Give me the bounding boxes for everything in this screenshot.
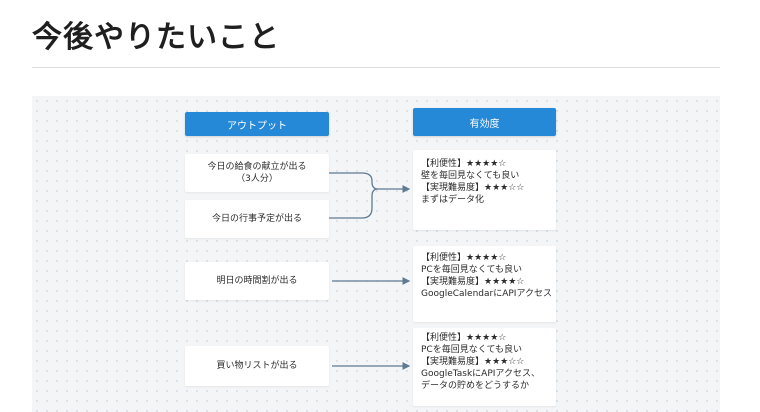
output-sublabel: （3人分） — [236, 174, 278, 184]
effectiveness-header-label: 有効度 — [469, 118, 500, 130]
effect-line: PCを毎回見なくても良い — [421, 345, 522, 355]
diagram-canvas: アウトプット 有効度 今日の給食の献立が出る （3人分） 今日の行事予定が出る … — [32, 96, 720, 412]
output-label: 買い物リストが出る — [216, 361, 298, 371]
effect-line: GoogleCalendarにAPIアクセス — [421, 289, 552, 299]
effectiveness-column-header: 有効度 — [413, 108, 556, 136]
effect-line: 【実現難易度】★★★☆☆ — [421, 357, 525, 367]
effect-card-shopping: 【利便性】★★★★☆ PCを毎回見なくても良い 【実現難易度】★★★☆☆ Goo… — [413, 328, 556, 406]
effect-line: 【利便性】★★★★☆ — [421, 253, 507, 263]
output-card-lunch-menu: 今日の給食の献立が出る （3人分） — [185, 154, 329, 192]
output-label: 今日の給食の献立が出る — [207, 162, 307, 172]
effect-card-timetable: 【利便性】★★★★☆ PCを毎回見なくても良い 【実現難易度】★★★★☆ Goo… — [413, 246, 556, 322]
effect-card-lunch: 【利便性】★★★★☆ 壁を毎回見なくても良い 【実現難易度】★★★☆☆ まずはデ… — [413, 150, 556, 230]
effect-line: GoogleTaskにAPIアクセス、 — [421, 369, 540, 379]
title-divider — [32, 67, 720, 68]
effect-line: 【利便性】★★★★☆ — [421, 159, 507, 169]
output-label: 明日の時間割が出る — [216, 276, 298, 286]
effect-line: データの貯めをどうするか — [421, 381, 530, 391]
effect-line: PCを毎回見なくても良い — [421, 265, 522, 275]
effect-line: 【実現難易度】★★★★☆ — [421, 277, 525, 287]
effect-line: 壁を毎回見なくても良い — [421, 171, 520, 181]
output-card-school-events: 今日の行事予定が出る — [185, 200, 329, 238]
merge-connector — [329, 172, 379, 219]
output-card-shopping-list: 買い物リストが出る — [185, 346, 329, 386]
effect-line: まずはデータ化 — [421, 195, 485, 205]
output-column-header: アウトプット — [185, 112, 329, 136]
output-header-label: アウトプット — [227, 120, 287, 132]
effect-line: 【利便性】★★★★☆ — [421, 333, 507, 343]
output-card-timetable: 明日の時間割が出る — [185, 262, 329, 300]
effect-line: 【実現難易度】★★★☆☆ — [421, 183, 525, 193]
output-label: 今日の行事予定が出る — [211, 214, 302, 224]
connector-layer — [329, 172, 411, 370]
page-title: 今後やりたいこと — [32, 20, 280, 55]
